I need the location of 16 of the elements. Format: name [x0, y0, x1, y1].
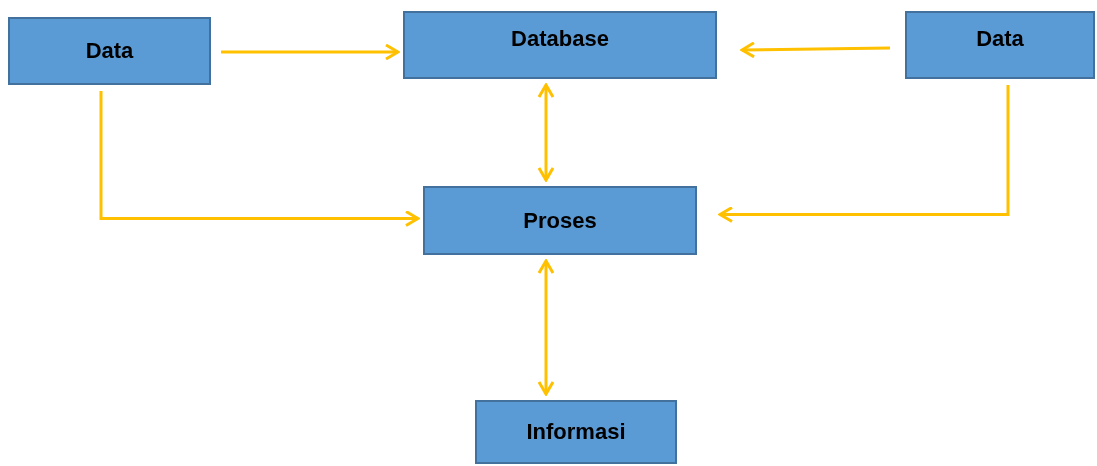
node-label: Data: [976, 26, 1024, 52]
node-label: Database: [511, 26, 609, 52]
arrow: [537, 259, 555, 396]
arrow: [718, 85, 1010, 223]
arrow: [221, 43, 400, 61]
node-label: Informasi: [526, 419, 626, 445]
process-box: [403, 11, 717, 79]
node-label: Proses: [523, 207, 597, 234]
process-box: [423, 186, 697, 255]
node-label: Data: [85, 38, 134, 64]
process-box: [905, 11, 1095, 79]
process-box: [475, 400, 677, 464]
arrow: [740, 41, 891, 59]
arrow: [537, 83, 555, 182]
process-box: [8, 17, 211, 85]
arrow: [99, 91, 420, 227]
